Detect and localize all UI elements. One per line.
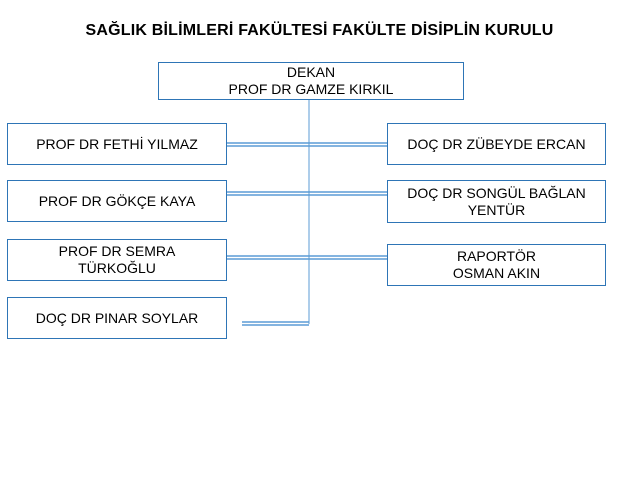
member-name: PROF DR GÖKÇE KAYA xyxy=(38,192,196,209)
member-name: DOÇ DR ZÜBEYDE ERCAN xyxy=(407,135,586,152)
member-box-left-3: PROF DR SEMRA TÜRKOĞLU xyxy=(7,239,227,281)
member-box-left-2: PROF DR GÖKÇE KAYA xyxy=(7,180,227,222)
member-box-left-4: DOÇ DR PINAR SOYLAR xyxy=(7,297,227,339)
member-name: PROF DR FETHİ YILMAZ xyxy=(36,135,198,152)
connector-right-1 xyxy=(309,142,387,147)
member-name-line2: TÜRKOĞLU xyxy=(78,260,156,276)
member-name-line1: PROF DR SEMRA xyxy=(58,243,176,259)
connector-left-4 xyxy=(242,321,309,326)
dean-title: DEKAN xyxy=(286,64,336,80)
member-box-left-1: PROF DR FETHİ YILMAZ xyxy=(7,123,227,165)
member-role: RAPORTÖR xyxy=(456,248,537,264)
dean-name: PROF DR GAMZE KIRKIL xyxy=(228,81,394,97)
connector-left-1 xyxy=(227,142,309,147)
member-box-right-1: DOÇ DR ZÜBEYDE ERCAN xyxy=(387,123,606,165)
connector-left-3 xyxy=(227,255,309,260)
dean-box: DEKAN PROF DR GAMZE KIRKIL xyxy=(158,62,464,100)
member-name: OSMAN AKIN xyxy=(452,265,541,281)
connector-left-2 xyxy=(227,191,309,196)
member-box-right-3: RAPORTÖR OSMAN AKIN xyxy=(387,244,606,286)
connector-right-3 xyxy=(309,255,387,260)
chart-title: SAĞLIK BİLİMLERİ FAKÜLTESİ FAKÜLTE DİSİP… xyxy=(85,22,554,39)
member-name: DOÇ DR PINAR SOYLAR xyxy=(35,309,199,326)
member-name-line2: YENTÜR xyxy=(467,201,526,218)
member-box-right-2: DOÇ DR SONGÜL BAĞLAN YENTÜR xyxy=(387,180,606,223)
connector-right-2 xyxy=(309,191,387,196)
member-name-line1: DOÇ DR SONGÜL BAĞLAN xyxy=(407,184,586,201)
